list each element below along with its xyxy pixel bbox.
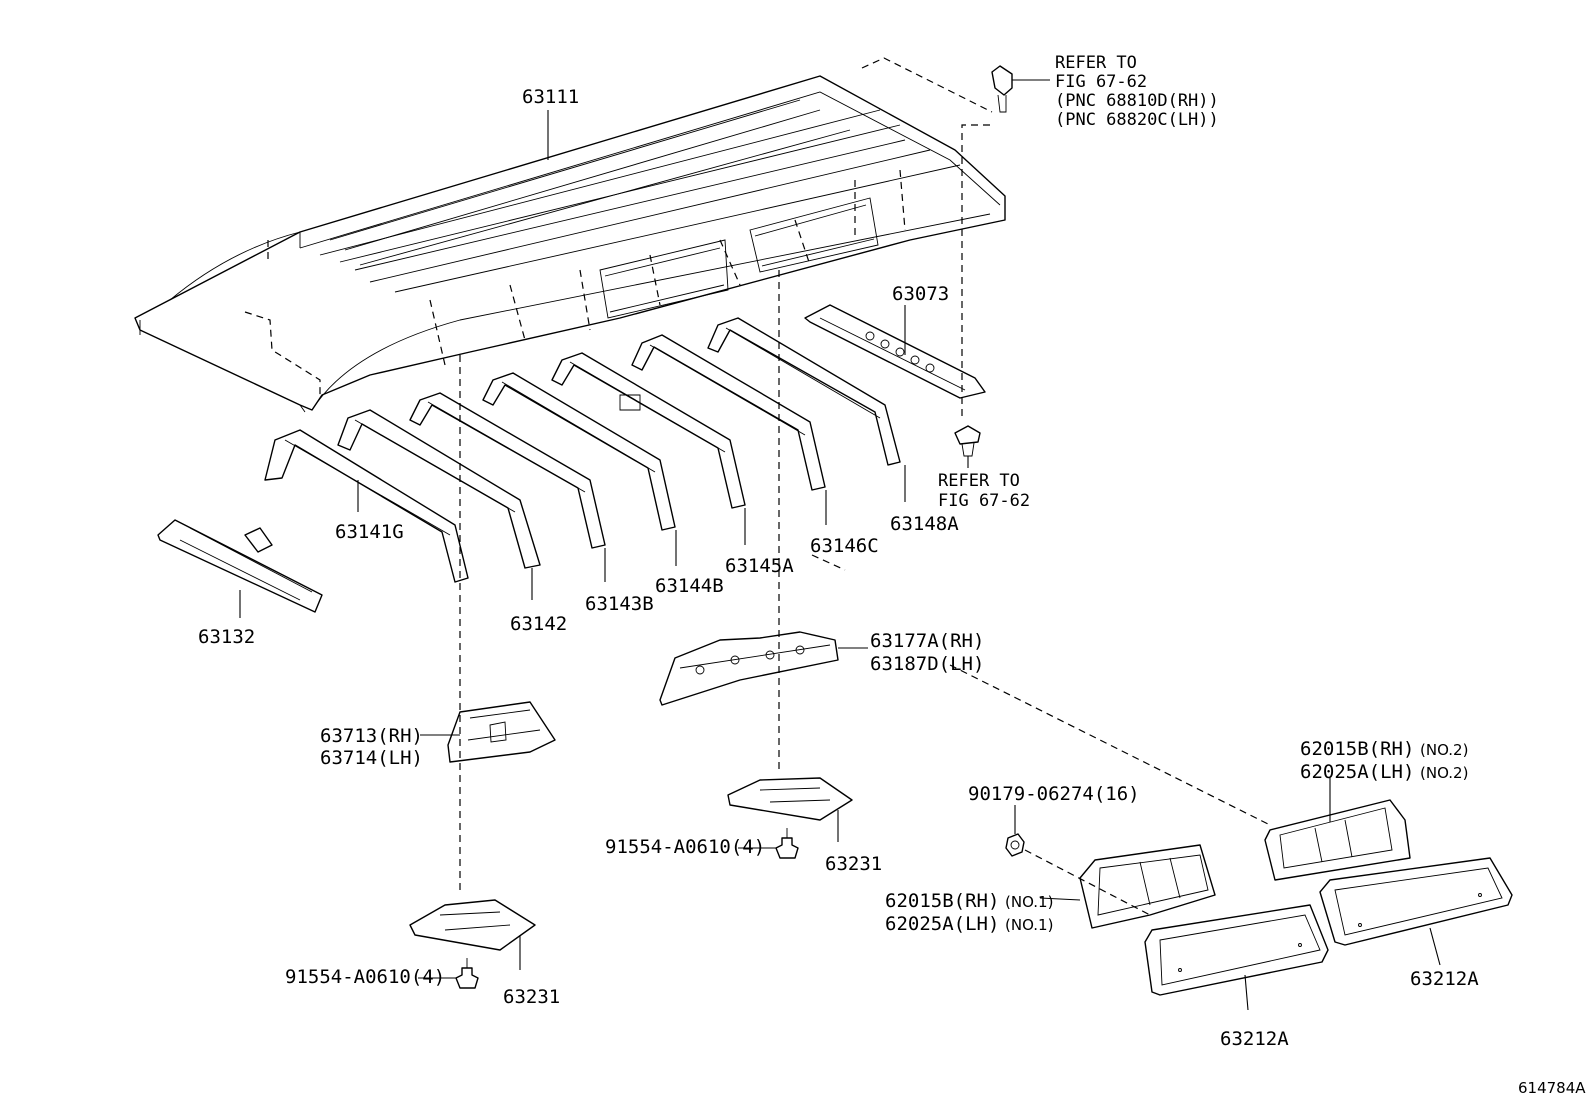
label-no2-a: (NO.2) xyxy=(1420,741,1468,759)
roof-bow-63142[interactable] xyxy=(337,409,541,569)
locator-line-diagonal xyxy=(811,554,1271,916)
nut-90179[interactable] xyxy=(1005,833,1025,857)
label-refer-top-3: (PNC 68810D(RH)) xyxy=(1055,91,1219,111)
door-frame-62015b-no1[interactable] xyxy=(1079,844,1216,929)
label-63187d: 63187D(LH) xyxy=(870,653,984,675)
label-63146c: 63146C xyxy=(810,535,879,557)
glass-63212a-right[interactable] xyxy=(1319,857,1513,946)
bracket-63713[interactable] xyxy=(447,701,556,763)
bolt-91554-left[interactable] xyxy=(455,958,479,989)
leader-63212a-bottom xyxy=(1244,974,1249,1011)
label-63148a: 63148A xyxy=(890,513,959,535)
label-63177a: 63177A(RH) xyxy=(870,630,984,652)
label-no2-b: (NO.2) xyxy=(1420,764,1468,782)
roof-bow-63144b[interactable] xyxy=(482,372,676,531)
roof-panel-63111[interactable] xyxy=(134,75,1006,413)
label-63142: 63142 xyxy=(510,613,567,635)
leader-63212a-right xyxy=(1429,927,1441,966)
label-no1-b: (NO.1) xyxy=(1005,916,1053,934)
leader-62015b-no1 xyxy=(1039,897,1081,901)
label-bolt-right: 91554-A0610(4) xyxy=(605,836,765,858)
roof-bow-63141g[interactable] xyxy=(264,429,469,583)
label-63073: 63073 xyxy=(892,283,949,305)
label-62015b-no1: 62015B(RH) xyxy=(885,890,999,912)
roof-bow-63143b[interactable] xyxy=(409,392,606,549)
label-refer-mid-2: FIG 67-62 xyxy=(938,491,1030,511)
roof-clip-top[interactable] xyxy=(991,65,1013,113)
label-63212a-bottom: 63212A xyxy=(1220,1028,1289,1050)
label-refer-top-4: (PNC 68820C(LH)) xyxy=(1055,110,1219,130)
label-63143b: 63143B xyxy=(585,593,654,615)
label-62025a-no2: 62025A(LH) xyxy=(1300,761,1414,783)
bracket-63231-right[interactable] xyxy=(727,777,853,821)
bolt-91554-right[interactable] xyxy=(775,828,799,859)
bracket-63231-left[interactable] xyxy=(409,899,536,951)
label-63144b: 63144B xyxy=(655,575,724,597)
label-63231-right: 63231 xyxy=(825,853,882,875)
roof-clip-fastener[interactable] xyxy=(954,425,981,457)
label-refer-mid-1: REFER TO xyxy=(938,471,1020,491)
label-refer-top-1: REFER TO xyxy=(1055,53,1137,73)
rail-63073[interactable] xyxy=(804,304,986,399)
label-62015b-no2: 62015B(RH) xyxy=(1300,738,1414,760)
cross-member-63132[interactable] xyxy=(157,519,323,613)
roof-bow-63148a[interactable] xyxy=(707,317,901,466)
label-63713: 63713(RH) xyxy=(320,725,423,747)
side-rail-63177a[interactable] xyxy=(659,631,839,706)
door-frame-62015b-no2[interactable] xyxy=(1264,799,1411,881)
label-63132: 63132 xyxy=(198,626,255,648)
label-63714: 63714(LH) xyxy=(320,747,423,769)
roof-bow-63145a[interactable] xyxy=(551,352,746,509)
label-63111: 63111 xyxy=(522,86,579,108)
label-63141g: 63141G xyxy=(335,521,404,543)
roof-bow-63146c[interactable] xyxy=(631,334,826,491)
label-no1-a: (NO.1) xyxy=(1005,893,1053,911)
glass-63212a-bottom[interactable] xyxy=(1144,904,1329,996)
label-63145a: 63145A xyxy=(725,555,794,577)
label-62025a-no1: 62025A(LH) xyxy=(885,913,999,935)
label-refer-top-2: FIG 67-62 xyxy=(1055,72,1147,92)
diagram-id: 614784A xyxy=(1518,1079,1586,1097)
locator-line-top xyxy=(861,57,993,113)
label-nut-90179: 90179-06274(16) xyxy=(968,783,1140,805)
label-bolt-left: 91554-A0610(4) xyxy=(285,966,445,988)
label-63231-left: 63231 xyxy=(503,986,560,1008)
label-63212a-right: 63212A xyxy=(1410,968,1479,990)
locator-line-top2 xyxy=(961,124,990,420)
